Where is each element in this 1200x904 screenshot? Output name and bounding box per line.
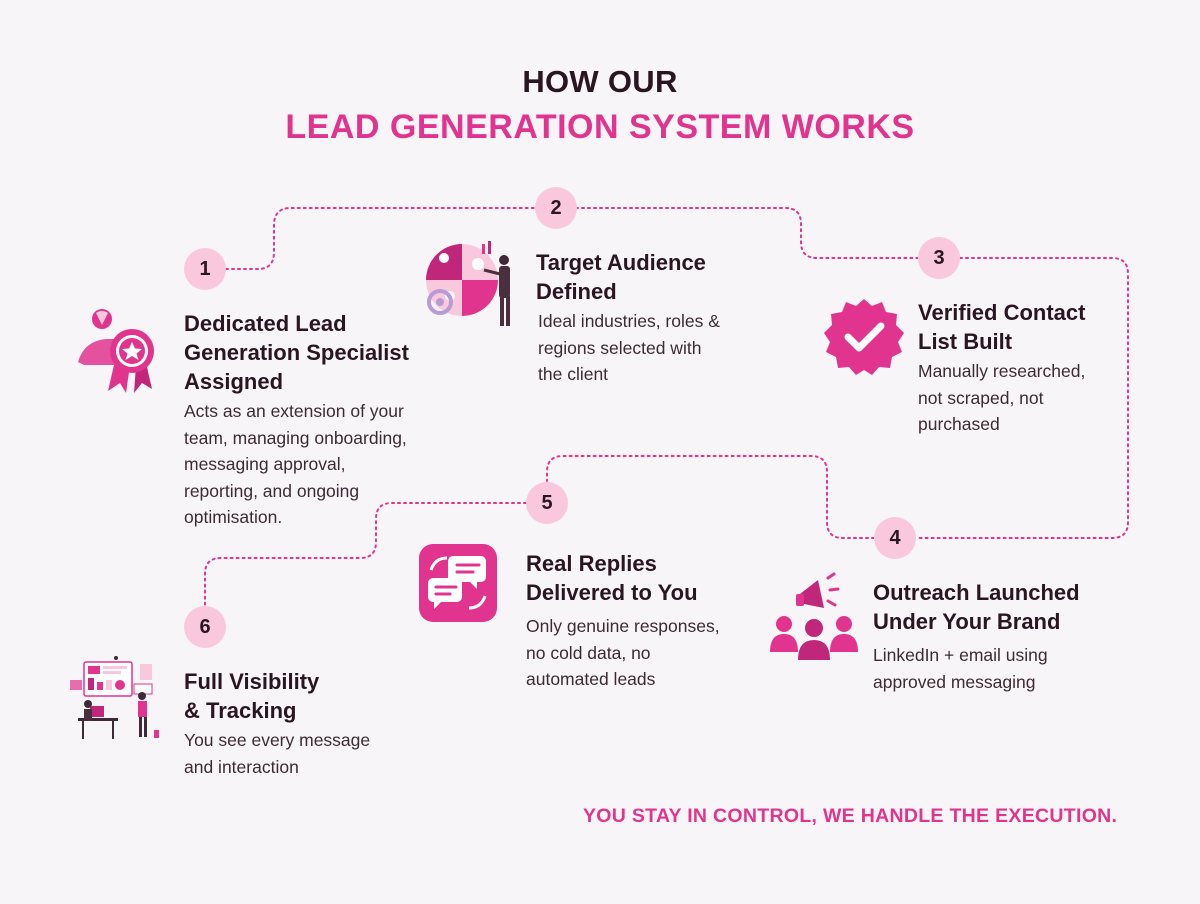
step-5-description-line: Only genuine responses, xyxy=(526,616,720,636)
step-2-title: Target Audience Defined xyxy=(536,248,706,306)
page-title-line1: HOW OUR xyxy=(522,64,678,99)
step-1-description-line: team, managing onboarding, xyxy=(184,427,407,448)
step-4-title: Outreach Launched Under Your Brand xyxy=(873,578,1080,636)
step-5-description-line: no cold data, no xyxy=(526,642,651,663)
step-1-description: Acts as an extension of your team, manag… xyxy=(184,398,407,531)
step-6-title-line: & Tracking xyxy=(184,698,297,723)
step-5-title: Real Replies Delivered to You xyxy=(526,549,698,607)
step-1-description-line: messaging approval, xyxy=(184,454,346,474)
step-2-description-line: regions selected with xyxy=(538,337,702,358)
step-4-title-line: Under Your Brand xyxy=(873,609,1061,634)
step-4-description-line: approved messaging xyxy=(873,671,1036,692)
step-2-description-line: the client xyxy=(538,364,609,384)
step-number-5: 5 xyxy=(526,482,568,524)
step-4-title-line: Outreach Launched xyxy=(873,580,1080,605)
step-3-description: Manually researched, not scraped, not pu… xyxy=(918,358,1085,438)
audience-chart-icon xyxy=(426,240,518,332)
chat-exchange-icon xyxy=(419,544,497,622)
megaphone-team-icon xyxy=(770,572,858,660)
step-4-description: LinkedIn + email using approved messagin… xyxy=(873,642,1048,695)
step-number-3: 3 xyxy=(918,237,960,279)
step-1-title-line: Dedicated Lead xyxy=(184,311,347,336)
step-2-description: Ideal industries, roles & regions select… xyxy=(538,308,720,388)
page-title-line2: LEAD GENERATION SYSTEM WORKS xyxy=(285,108,915,146)
step-1-title: Dedicated Lead Generation Specialist Ass… xyxy=(184,309,409,396)
step-1-description-line: reporting, and ongoing xyxy=(184,480,360,501)
step-3-title-line: List Built xyxy=(918,329,1013,354)
step-number-4: 4 xyxy=(874,517,916,559)
step-3-description-line: not scraped, not xyxy=(918,387,1044,408)
step-1-description-line: optimisation. xyxy=(184,507,283,527)
step-3-description-line: Manually researched, xyxy=(918,361,1086,381)
step-5-title-line: Real Replies xyxy=(526,551,657,576)
step-6-description: You see every message and interaction xyxy=(184,727,370,780)
step-6-title-line: Full Visibility xyxy=(184,669,320,694)
step-6-title: Full Visibility & Tracking xyxy=(184,667,319,725)
step-number-2: 2 xyxy=(535,187,577,229)
step-2-title-line: Target Audience xyxy=(536,250,706,275)
step-5-description: Only genuine responses, no cold data, no… xyxy=(526,613,720,693)
step-number-6: 6 xyxy=(184,606,226,648)
footer-tagline: YOU STAY IN CONTROL, WE HANDLE THE EXECU… xyxy=(583,805,1118,827)
verified-badge-icon xyxy=(824,297,904,377)
step-1-description-line: Acts as an extension of your xyxy=(184,401,404,421)
dashboard-team-icon xyxy=(70,656,162,742)
step-3-description-line: purchased xyxy=(918,414,1000,434)
step-2-description-line: Ideal industries, roles & xyxy=(538,311,720,331)
step-6-description-line: You see every message xyxy=(184,730,371,750)
step-2-title-line: Defined xyxy=(536,279,617,304)
step-5-description-line: automated leads xyxy=(526,669,656,689)
award-ribbon-icon xyxy=(74,307,160,393)
step-1-title-line: Assigned xyxy=(184,369,284,394)
step-4-description-line: LinkedIn + email using xyxy=(873,645,1048,665)
step-6-description-line: and interaction xyxy=(184,756,299,777)
step-5-title-line: Delivered to You xyxy=(526,580,698,605)
step-number-1: 1 xyxy=(184,248,226,290)
step-3-title: Verified Contact List Built xyxy=(918,298,1085,356)
step-1-title-line: Generation Specialist xyxy=(184,340,409,365)
step-3-title-line: Verified Contact xyxy=(918,300,1086,325)
